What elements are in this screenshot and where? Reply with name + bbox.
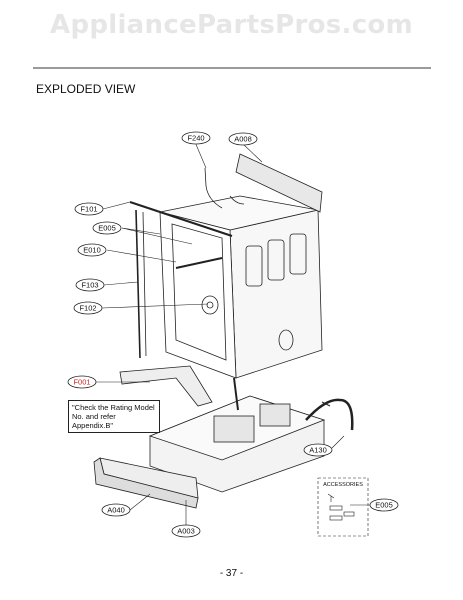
tub-port bbox=[278, 329, 294, 351]
accessory-clip-3 bbox=[343, 511, 355, 517]
label-a130: A130 bbox=[309, 446, 327, 455]
accessories-box bbox=[317, 477, 369, 537]
callout-e005-acc bbox=[369, 498, 399, 512]
callout-f103 bbox=[75, 278, 105, 292]
accessories-title: ACCESSORIES bbox=[323, 482, 363, 488]
callout-a130 bbox=[303, 443, 333, 457]
drain-hose-end bbox=[321, 401, 331, 407]
accessory-screw-icon bbox=[327, 493, 335, 502]
label-a040: A040 bbox=[107, 506, 125, 515]
pump-assembly bbox=[213, 415, 255, 443]
tub-drain-center bbox=[206, 301, 214, 309]
tub-panel-1 bbox=[245, 245, 263, 287]
label-e005-acc: E005 bbox=[375, 501, 393, 510]
rack-rail bbox=[175, 257, 223, 269]
section-title: EXPLODED VIEW bbox=[36, 82, 136, 96]
drain-hose bbox=[305, 398, 354, 431]
label-f240: F240 bbox=[187, 134, 204, 143]
callout-a003 bbox=[171, 524, 201, 538]
door-gasket bbox=[135, 209, 141, 359]
callout-f101 bbox=[74, 202, 104, 216]
motor-block bbox=[259, 403, 291, 427]
kick-plate-front bbox=[93, 457, 199, 509]
page-number: - 37 - bbox=[219, 568, 244, 579]
top-hose-2 bbox=[229, 195, 245, 205]
callout-e010 bbox=[77, 243, 107, 257]
top-rail bbox=[129, 201, 233, 237]
label-f001: F001 bbox=[73, 378, 90, 387]
tub-body bbox=[229, 209, 323, 379]
header-rule bbox=[33, 67, 431, 69]
label-e005-top: E005 bbox=[98, 224, 116, 233]
watermark: AppliancePartsPros.com bbox=[50, 10, 413, 40]
callout-a040 bbox=[101, 503, 131, 517]
door-gasket-inner bbox=[142, 211, 147, 357]
label-e010: E010 bbox=[83, 246, 101, 255]
tub-front-frame bbox=[159, 211, 237, 379]
lower-bar bbox=[119, 365, 213, 407]
accessory-clip-1 bbox=[329, 505, 343, 511]
tub-drain bbox=[201, 295, 219, 315]
top-seal bbox=[235, 153, 323, 213]
label-f103: F103 bbox=[81, 281, 98, 290]
accessory-clip-2 bbox=[329, 515, 343, 521]
label-a003: A003 bbox=[177, 527, 195, 536]
tub-panel-2 bbox=[267, 239, 285, 281]
base-pipe bbox=[233, 377, 239, 411]
label-f102: F102 bbox=[79, 304, 96, 313]
label-a008: A008 bbox=[234, 135, 252, 144]
callout-f102 bbox=[73, 301, 103, 315]
callout-a008 bbox=[228, 132, 258, 146]
label-f101: F101 bbox=[80, 205, 97, 214]
callout-f001 bbox=[67, 375, 97, 389]
callout-f240 bbox=[181, 131, 211, 145]
tub-inner bbox=[171, 223, 227, 361]
rating-note: "Check the Rating Model No. and refer Ap… bbox=[68, 400, 160, 433]
tub-panel-3 bbox=[289, 233, 307, 275]
callout-e005-top bbox=[92, 221, 122, 235]
top-hose bbox=[204, 167, 223, 209]
